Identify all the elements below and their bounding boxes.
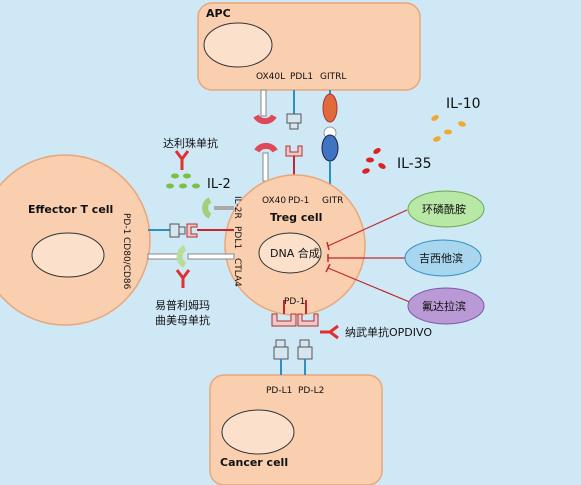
cytokines: IL-10 IL-35 IL-2 bbox=[166, 96, 481, 192]
receptor-ctla4: CTLA4 bbox=[232, 258, 242, 287]
drug-fludarabine-node: 氟达拉滨 bbox=[407, 287, 485, 325]
treg-cell: OX40 PD-1 GITR Treg cell DNA 合成 IL-2R PD… bbox=[224, 174, 366, 316]
drug-fludarabine: 氟达拉滨 bbox=[422, 299, 466, 313]
drug-ipilimumab-2: 曲美母单抗 bbox=[155, 313, 210, 327]
cytokine-il35: IL-35 bbox=[397, 156, 432, 172]
apc-label: APC bbox=[206, 7, 231, 20]
cancer-cell: Cancer cell PD-L1 PD-L2 bbox=[209, 374, 383, 485]
receptor-pd1-top: PD-1 bbox=[288, 196, 309, 206]
inhibition-lines bbox=[325, 209, 413, 304]
drug-cyclophosphamide: 环磷酰胺 bbox=[422, 202, 466, 216]
ligand-pdl1-cancer: PD-L1 bbox=[266, 386, 292, 396]
treg-receptor-glyphs-top bbox=[254, 126, 339, 185]
cytokine-il2: IL-2 bbox=[207, 177, 231, 192]
drug-daclizumab: 达利珠单抗 bbox=[163, 136, 218, 150]
effector-t-cell: Effector T cell PD-1 CD80/CD86 bbox=[0, 154, 151, 326]
effector-cd80: CD80/CD86 bbox=[121, 237, 131, 290]
ligand-pdl1: PDL1 bbox=[290, 72, 313, 82]
drug-gemcitabine-node: 吉西他滨 bbox=[404, 239, 482, 277]
drug-ipilimumab-1: 易普利姆玛 bbox=[155, 298, 210, 312]
receptor-ox40: OX40 bbox=[262, 196, 286, 206]
effector-label: Effector T cell bbox=[28, 203, 113, 216]
effector-pd1: PD-1 bbox=[121, 213, 131, 234]
drug-nivolumab: 纳武单抗OPDIVO bbox=[345, 325, 432, 339]
drug-cyclophosphamide-node: 环磷酰胺 bbox=[407, 190, 485, 228]
cytokine-il10: IL-10 bbox=[446, 96, 481, 112]
ligand-ox40l: OX40L bbox=[256, 72, 285, 82]
drug-gemcitabine: 吉西他滨 bbox=[419, 251, 463, 265]
pd1-pdl-glyphs bbox=[271, 300, 319, 375]
cancer-label: Cancer cell bbox=[220, 456, 288, 469]
receptor-pd1-bottom: PD-1 bbox=[284, 297, 305, 307]
apc-cell: APC OX40L PDL1 GITRL bbox=[197, 2, 421, 91]
nucleus-label: DNA 合成 bbox=[270, 246, 320, 260]
ligand-gitrl: GITRL bbox=[320, 72, 346, 82]
treg-label: Treg cell bbox=[270, 211, 322, 224]
antibodies: 达利珠单抗 易普利姆玛 曲美母单抗 纳武单抗OPDIVO bbox=[155, 136, 432, 340]
cell-interaction-glyphs bbox=[147, 197, 235, 268]
apc-ligand-glyphs bbox=[253, 89, 338, 130]
receptor-pdl1-left: PDL1 bbox=[232, 226, 242, 249]
ligand-pdl2-cancer: PD-L2 bbox=[298, 386, 324, 396]
receptor-gitr: GITR bbox=[322, 196, 343, 206]
receptor-il2r: IL-2R bbox=[232, 196, 242, 219]
